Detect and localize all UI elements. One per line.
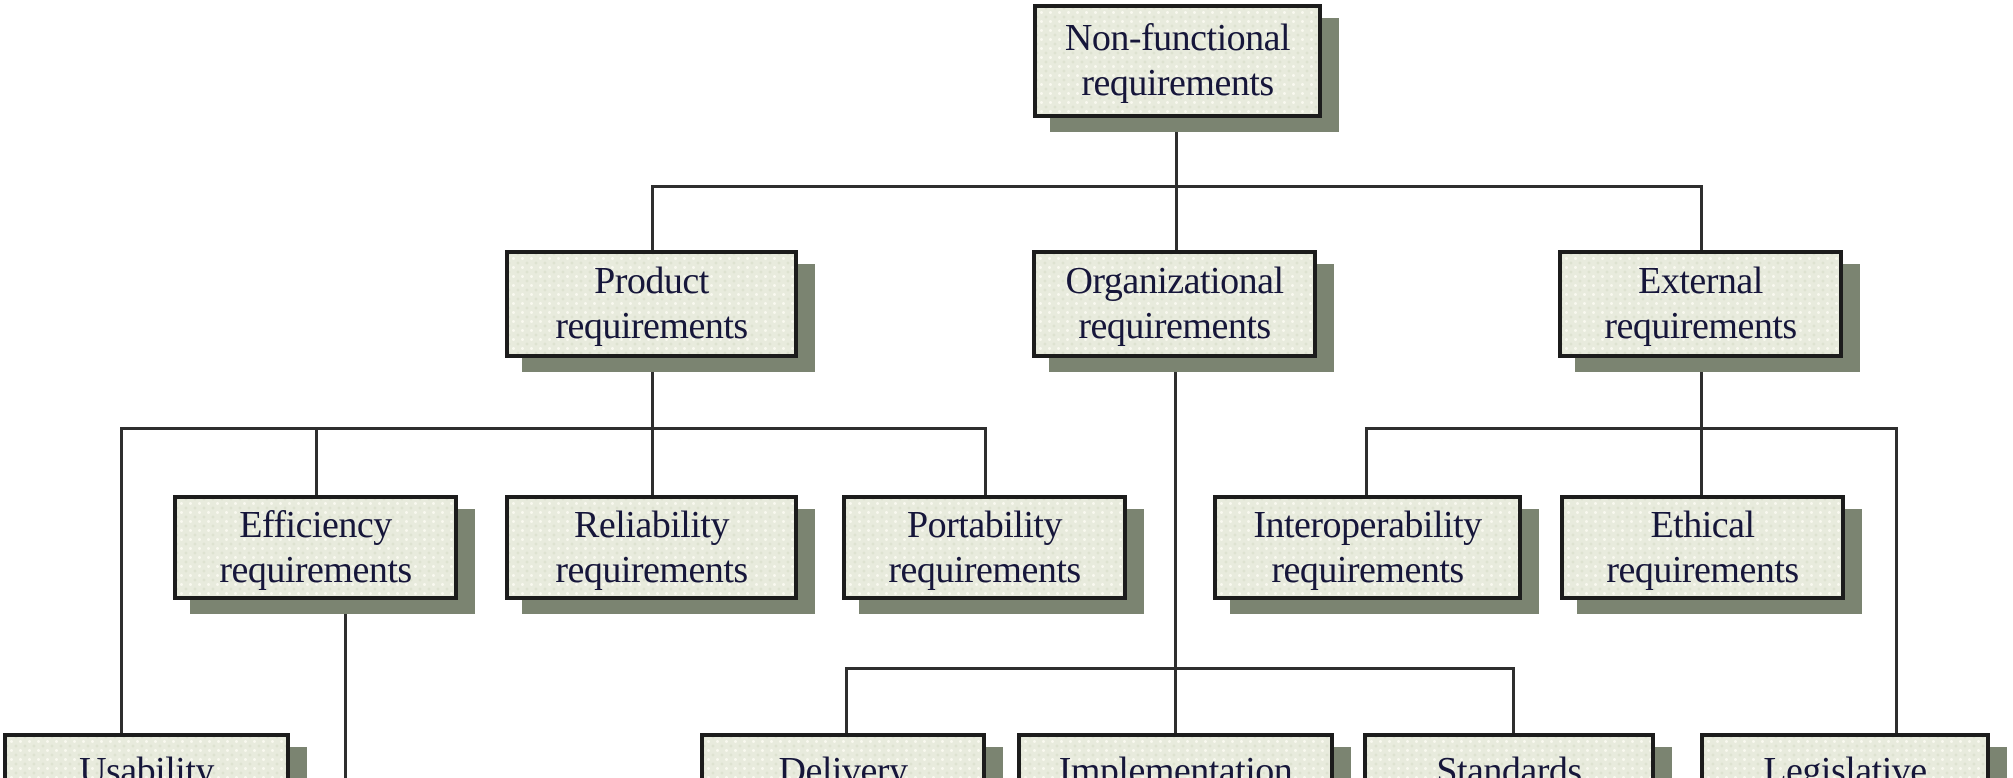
connector-bus-to-portability	[984, 427, 987, 495]
connector-organizational-children-bus	[845, 667, 1515, 670]
connector-bus-to-delivery	[845, 667, 848, 733]
node-reliability-requirements: Reliability requirements	[505, 495, 798, 600]
connector-external-children-bus	[1365, 427, 1898, 430]
connector-external-to-ethical	[1700, 358, 1703, 495]
node-portability-requirements: Portability requirements	[842, 495, 1127, 600]
connector-organizational-to-implementation	[1174, 358, 1177, 733]
connector-product-to-reliability	[651, 358, 654, 495]
node-delivery: Delivery	[700, 733, 986, 778]
node-non-functional-requirements: Non-functional requirements	[1033, 4, 1322, 118]
node-organizational-requirements: Organizational requirements	[1032, 250, 1317, 358]
connector-product-children-bus	[120, 427, 987, 430]
node-product-requirements: Product requirements	[505, 250, 798, 358]
connector-bus-to-standards	[1512, 667, 1515, 733]
node-standards: Standards	[1363, 733, 1655, 778]
node-usability: Usability	[3, 733, 290, 778]
node-external-requirements: External requirements	[1558, 250, 1843, 358]
node-ethical-requirements: Ethical requirements	[1560, 495, 1845, 600]
connector-level1-bus	[651, 185, 1702, 188]
connector-bus-to-usability	[120, 427, 123, 733]
node-implementation: Implementation	[1017, 733, 1334, 778]
connector-efficiency-to-children	[344, 600, 347, 778]
connector-root-to-organizational	[1175, 118, 1178, 250]
node-efficiency-requirements: Efficiency requirements	[173, 495, 458, 600]
connector-bus-to-interoperability	[1365, 427, 1368, 495]
node-interoperability-requirements: Interoperability requirements	[1213, 495, 1522, 600]
connector-bus-to-external	[1700, 185, 1703, 250]
node-legislative: Legislative	[1700, 733, 1990, 778]
connector-bus-to-efficiency	[315, 427, 318, 495]
connector-bus-to-legislative	[1895, 427, 1898, 733]
connector-bus-to-product	[651, 185, 654, 250]
